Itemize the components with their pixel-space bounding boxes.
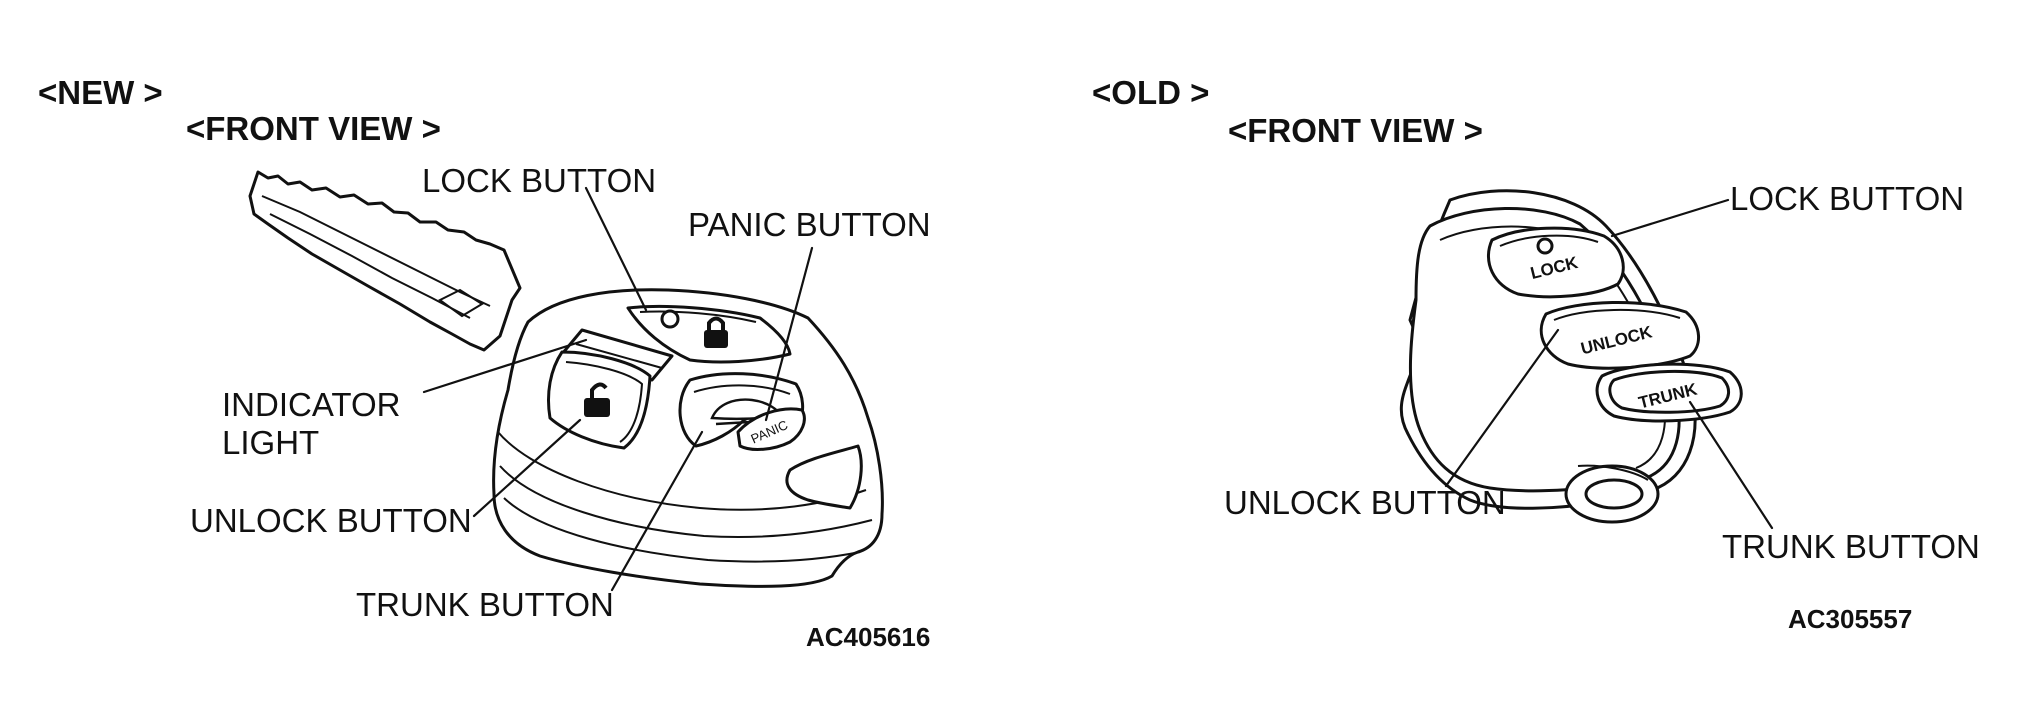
new-lock-callout-line bbox=[584, 186, 648, 312]
new-panic-button: PANIC bbox=[736, 407, 806, 451]
new-unlock-button-label: UNLOCK BUTTON bbox=[190, 502, 472, 539]
old-lock-button: LOCK bbox=[1486, 226, 1625, 299]
key-blade bbox=[248, 170, 522, 352]
lock-icon bbox=[704, 316, 728, 348]
old-trunk-callout-line bbox=[1688, 400, 1774, 530]
new-header: <NEW > bbox=[38, 74, 163, 111]
new-front-view-heading: <FRONT VIEW > bbox=[186, 110, 441, 147]
new-trunk-button-label: TRUNK BUTTON bbox=[356, 586, 614, 623]
new-figure-code: AC405616 bbox=[806, 622, 930, 652]
old-figure-code: AC305557 bbox=[1788, 604, 1912, 634]
new-panic-button-label: PANIC BUTTON bbox=[688, 206, 931, 243]
old-key-fob-illustration: LOCK UNLOCK TRUNK bbox=[1399, 189, 1743, 524]
new-indicator-callout-line bbox=[422, 338, 588, 394]
old-unlock-callout-line bbox=[1444, 328, 1560, 488]
old-trunk-button: TRUNK bbox=[1595, 362, 1743, 423]
old-unlock-button-label: UNLOCK BUTTON bbox=[1224, 484, 1506, 521]
old-trunk-button-label: TRUNK BUTTON bbox=[1722, 528, 1980, 565]
old-header: <OLD > bbox=[1092, 74, 1209, 111]
new-lock-button-label: LOCK BUTTON bbox=[422, 162, 656, 199]
new-indicator-label-line2: LIGHT bbox=[222, 424, 319, 461]
old-lock-callout-line bbox=[1610, 198, 1730, 238]
new-key-fob-illustration: PANIC bbox=[248, 170, 884, 588]
new-unlock-button bbox=[547, 350, 652, 450]
new-trunk-callout-line bbox=[610, 430, 704, 592]
indicator-light bbox=[660, 309, 680, 329]
old-key-ring-loop bbox=[1564, 464, 1660, 524]
unlock-icon bbox=[584, 382, 610, 417]
old-unlock-button: UNLOCK bbox=[1539, 300, 1700, 370]
new-indicator-label-line1: INDICATOR bbox=[222, 386, 400, 423]
new-unlock-callout-line bbox=[472, 418, 582, 518]
old-lock-button-label: LOCK BUTTON bbox=[1730, 180, 1964, 217]
old-indicator-light bbox=[1536, 237, 1554, 255]
old-front-view-heading: <FRONT VIEW > bbox=[1228, 112, 1483, 149]
new-panic-callout-line bbox=[764, 246, 814, 422]
